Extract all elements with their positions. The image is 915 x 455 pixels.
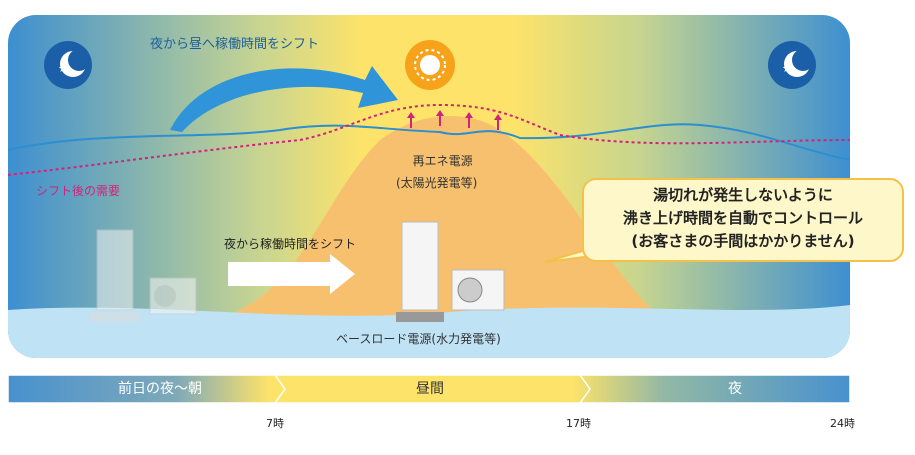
renewable-label: 再エネ電源 (太陽光発電等) (396, 150, 477, 194)
svg-text:★: ★ (782, 62, 792, 75)
demand-line (8, 123, 850, 161)
shift-arrow-white (228, 254, 355, 294)
timeline-band-night-morning: 前日の夜～朝 (118, 381, 202, 397)
water-heater (396, 221, 505, 322)
callout-line2: 沸き上げ時間を自動でコントロール (622, 209, 863, 227)
timeline-band-night: 夜 (728, 381, 742, 397)
tick-17: 17時 (566, 417, 591, 430)
sun-icon (405, 40, 455, 90)
tick-24: 24時 (830, 417, 855, 430)
moon-star-icon: ★ (44, 41, 92, 89)
shift-arrow (170, 66, 398, 132)
moon-star-icon: ★ (768, 41, 816, 89)
callout-line1: 湯切れが発生しないように (653, 186, 833, 204)
tick-7: 7時 (266, 417, 284, 430)
shift-night-label: 夜から稼働時間をシフト (224, 237, 357, 251)
timeline-bar (7, 374, 851, 404)
up-arrows (407, 110, 502, 130)
water-heater-faded (90, 229, 197, 322)
callout-line3: (お客さまの手間はかかりません) (631, 232, 855, 250)
renewable-label-line1: 再エネ電源 (412, 154, 473, 168)
baseload-label: ベースロード電源(水力発電等) (336, 332, 501, 346)
shift-demand-line (8, 103, 850, 176)
renewable-label-line2: (太陽光発電等) (396, 176, 478, 190)
svg-text:★: ★ (58, 62, 68, 75)
demand-after-shift-label: シフト後の需要 (36, 184, 121, 198)
shift-day-label: 夜から昼へ稼働時間をシフト (150, 37, 320, 52)
timeline-band-daytime: 昼間 (416, 381, 444, 397)
baseload-water (8, 305, 850, 358)
callout-box: 湯切れが発生しないように 沸き上げ時間を自動でコントロール (お客さまの手間はか… (582, 178, 904, 262)
